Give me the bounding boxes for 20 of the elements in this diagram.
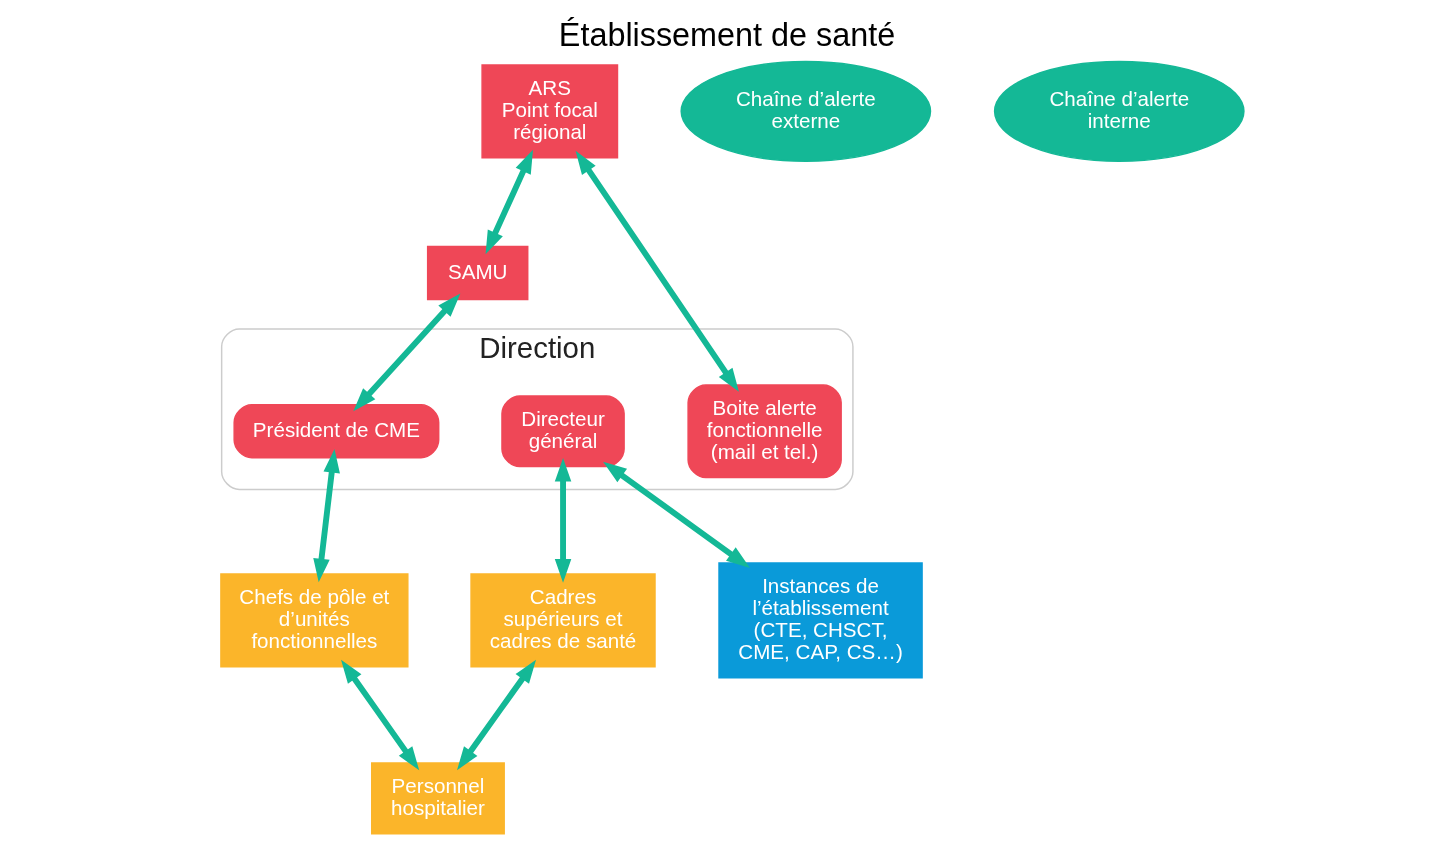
node-box: Directeur général [501,395,625,468]
node-box: Boite alerte fonctionnelle (mail et tel.) [687,384,842,479]
arrow [485,149,533,255]
node-box: Chefs de pôle et d’unités fonctionnelles [220,573,409,668]
node-box: Personnel hospitalier [371,762,505,835]
diagram-title: Établissement de santé [558,17,896,54]
node-box: SAMU [426,245,529,301]
node-box: Président de CME [233,404,440,459]
node-box: Instances de l’établissement (CTE, CHSCT, CME, CAP, CS…) [718,562,923,679]
node-box: Cadres supérieurs et cadres de santé [470,573,656,668]
node-ellipse: Chaîne d’alerte interne [993,60,1245,162]
node-ellipse: Chaîne d’alerte externe [680,60,932,162]
arrow [575,150,739,392]
arrow [353,293,461,412]
arrow [603,461,750,568]
node-box: ARS Point focal régional [481,64,619,159]
arrow [554,457,572,583]
arrow [313,449,340,583]
arrow [457,659,536,771]
arrow [341,659,420,771]
